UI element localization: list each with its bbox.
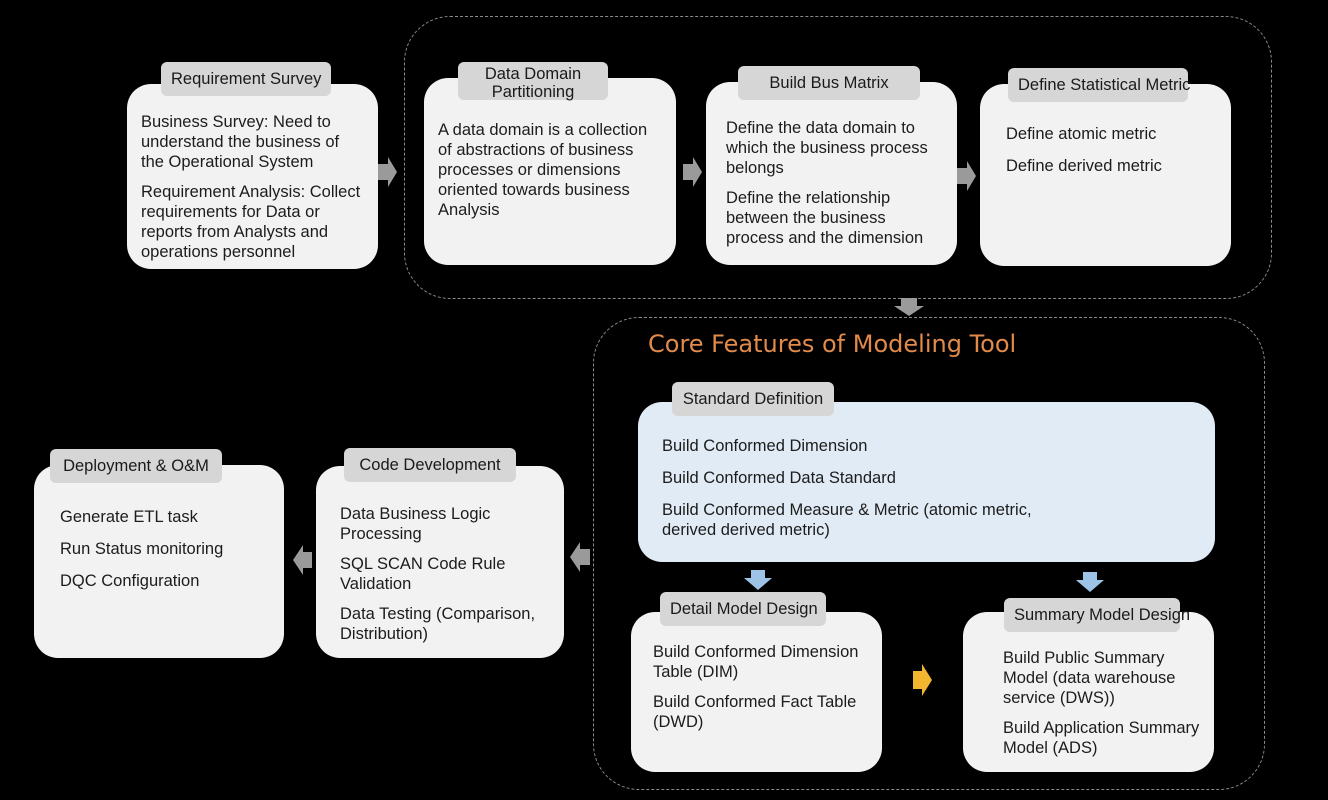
deployment-title: Deployment & O&M xyxy=(50,449,222,483)
summary-model-item: Build Public Summary Model (data warehou… xyxy=(1003,649,1176,707)
statistical-metric-card: Define atomic metric Define derived metr… xyxy=(980,84,1231,266)
summary-model-item: Build Application Summary Model (ADS) xyxy=(1003,719,1200,757)
detail-model-item: Build Conformed Dimension Table (DIM) xyxy=(653,643,859,681)
top-group-container xyxy=(404,16,1272,299)
code-development-item: Data Testing (Comparison, Distribution) xyxy=(340,605,536,643)
deployment-item: DQC Configuration xyxy=(60,572,200,590)
statistical-metric-title: Define Statistical Metric xyxy=(1008,68,1190,102)
bus-matrix-item: Define the relationship between the busi… xyxy=(726,189,924,247)
arrow-left-icon xyxy=(570,542,590,572)
summary-model-card: Build Public Summary Model (data warehou… xyxy=(963,612,1214,772)
standard-definition-item: Build Conformed Measure & Metric (atomic… xyxy=(662,501,1032,539)
core-features-title: Core Features of Modeling Tool xyxy=(648,330,1017,358)
deployment-item: Generate ETL task xyxy=(60,508,198,526)
detail-model-title: Detail Model Design xyxy=(660,592,826,626)
standard-definition-item: Build Conformed Dimension xyxy=(662,437,868,455)
requirement-survey-title: Requirement Survey xyxy=(161,62,331,96)
bus-matrix-title: Build Bus Matrix xyxy=(738,66,920,100)
summary-model-title: Summary Model Design xyxy=(1004,598,1190,632)
detail-model-card: Build Conformed Dimension Table (DIM) Bu… xyxy=(631,612,882,772)
standard-definition-title: Standard Definition xyxy=(672,382,834,416)
arrow-left-icon xyxy=(293,545,312,575)
detail-model-item: Build Conformed Fact Table (DWD) xyxy=(653,693,857,731)
deployment-card: Generate ETL task Run Status monitoring … xyxy=(34,465,284,658)
data-domain-card: A data domain is a collection of abstrac… xyxy=(424,78,676,265)
data-domain-item: A data domain is a collection of abstrac… xyxy=(438,121,648,219)
standard-definition-card: Build Conformed Dimension Build Conforme… xyxy=(638,402,1215,562)
code-development-title: Code Development xyxy=(344,448,516,482)
bus-matrix-card: Define the data domain to which the busi… xyxy=(706,82,957,265)
data-domain-title: Data Domain Partitioning xyxy=(458,62,608,101)
code-development-item: SQL SCAN Code Rule Validation xyxy=(340,555,506,593)
requirement-survey-item: Business Survey: Need to understand the … xyxy=(141,113,340,171)
deployment-item: Run Status monitoring xyxy=(60,540,224,558)
statistical-metric-item: Define atomic metric xyxy=(1006,125,1157,143)
bus-matrix-item: Define the data domain to which the busi… xyxy=(726,119,928,177)
arrow-right-icon xyxy=(378,157,397,187)
core-features-container xyxy=(593,317,1265,790)
code-development-card: Data Business Logic Processing SQL SCAN … xyxy=(316,466,564,658)
statistical-metric-item: Define derived metric xyxy=(1006,157,1162,175)
standard-definition-item: Build Conformed Data Standard xyxy=(662,469,896,487)
requirement-survey-card: Business Survey: Need to understand the … xyxy=(127,84,378,269)
arrow-down-icon xyxy=(894,298,924,316)
requirement-survey-item: Requirement Analysis: Collect requiremen… xyxy=(141,183,361,261)
code-development-item: Data Business Logic Processing xyxy=(340,505,491,543)
